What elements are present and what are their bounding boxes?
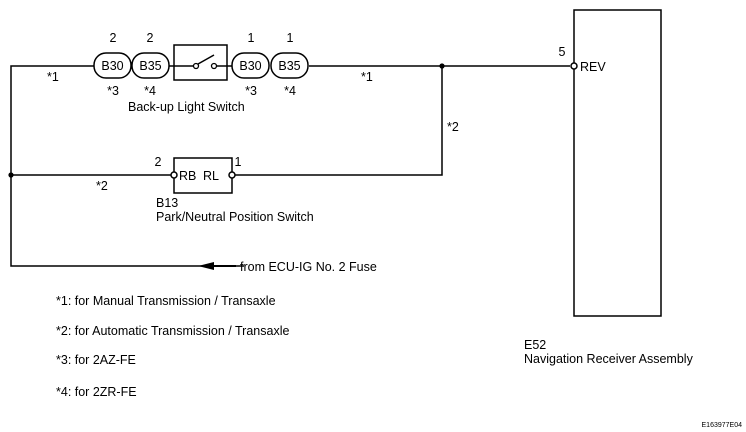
wire-note: *1 — [361, 70, 373, 84]
component-name: Navigation Receiver Assembly — [524, 352, 694, 366]
pin-label: 2 — [110, 31, 117, 45]
wire-note: *2 — [447, 120, 459, 134]
connector-id: E52 — [524, 338, 546, 352]
figure-id: E163977E04 — [702, 422, 743, 429]
connector-label: B35 — [278, 59, 300, 73]
note: *3: for 2AZ-FE — [56, 353, 136, 367]
wire-top-left — [10, 65, 244, 267]
note: *4: for 2ZR-FE — [56, 385, 137, 399]
terminal-rb — [170, 171, 178, 179]
pin-label: 1 — [235, 155, 242, 169]
backup-light-switch: 2 2 1 1 B30 B35 B30 B35 *3 *4 *3 *4 Back… — [93, 31, 309, 114]
note-ref: *4 — [284, 84, 296, 98]
note-ref: *3 — [107, 84, 119, 98]
note-ref: *4 — [144, 84, 156, 98]
connector-label: B30 — [239, 59, 261, 73]
pin-label: 2 — [155, 155, 162, 169]
component-name: Park/Neutral Position Switch — [156, 210, 314, 224]
switch-contact-left — [192, 62, 200, 70]
wires — [8, 63, 570, 270]
park-neutral-switch: 2 1 RB RL B13 Park/Neutral Position Swit… — [155, 155, 314, 224]
connector-id: B13 — [156, 196, 178, 210]
notes: *1: for Manual Transmission / Transaxle … — [56, 294, 289, 399]
arrow-from-fuse — [198, 262, 214, 270]
pin-label: 1 — [287, 31, 294, 45]
pin-label: 1 — [248, 31, 255, 45]
note: *2: for Automatic Transmission / Transax… — [56, 324, 289, 338]
source-label: from ECU-IG No. 2 Fuse — [240, 260, 377, 274]
terminal-label: RL — [203, 169, 219, 183]
wire-note: *1 — [47, 70, 59, 84]
pin-label: 2 — [147, 31, 154, 45]
switch-blade — [197, 54, 215, 65]
navigation-receiver: 5 REV E52 Navigation Receiver Assembly — [524, 9, 694, 366]
note: *1: for Manual Transmission / Transaxle — [56, 294, 276, 308]
component-name: Back-up Light Switch — [128, 100, 245, 114]
switch-contact-right — [210, 62, 218, 70]
connector-b30-left — [93, 52, 132, 79]
terminal-label: RB — [179, 169, 196, 183]
receiver-body — [573, 9, 662, 317]
pin-label: 5 — [559, 45, 566, 59]
junction-left — [8, 172, 14, 178]
connector-b35-right — [270, 52, 309, 79]
connector-label: B35 — [139, 59, 161, 73]
terminal-rl — [228, 171, 236, 179]
connector-b30-right — [231, 52, 270, 79]
switch-body — [173, 157, 233, 194]
terminal-rev — [570, 62, 578, 70]
terminal-label: REV — [580, 60, 606, 74]
connector-label: B30 — [101, 59, 123, 73]
note-ref: *3 — [245, 84, 257, 98]
junction-top — [439, 63, 445, 69]
wire-vertical-at — [232, 66, 443, 176]
wire-note: *2 — [96, 179, 108, 193]
